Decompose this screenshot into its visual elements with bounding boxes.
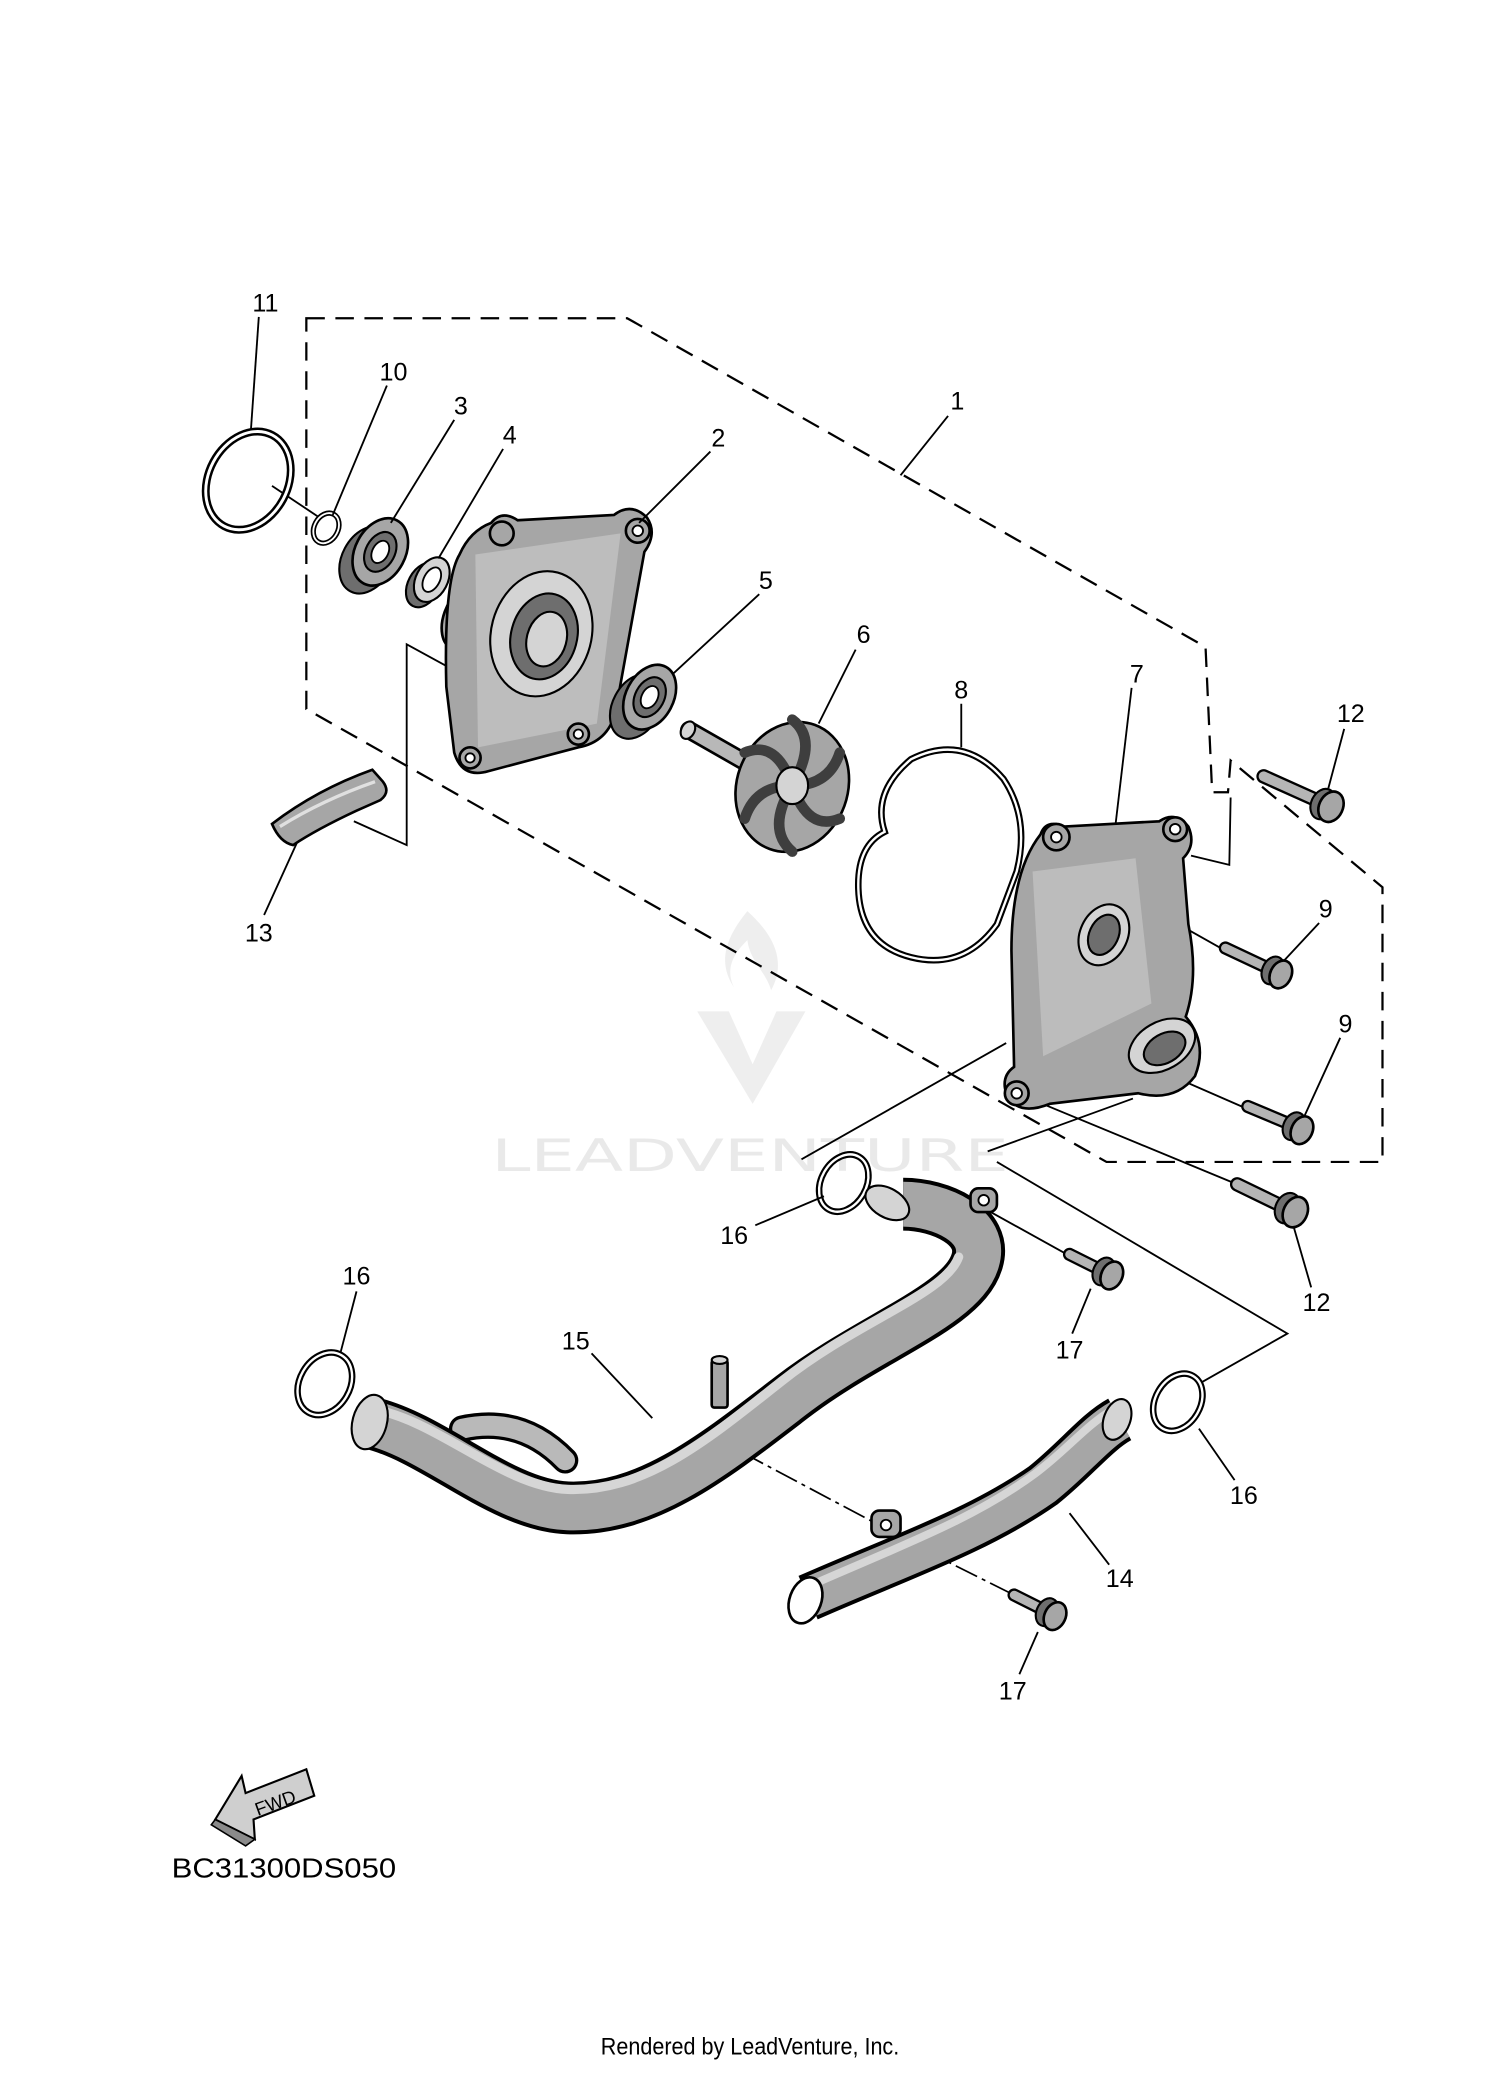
fwd-arrow: FWD [210,1767,316,1847]
part-13-bearing-shell [270,768,388,847]
leader-line-1 [899,415,949,476]
assembly-1-boundary [305,317,1384,1164]
leader-line-13 [263,842,298,916]
assembly-line [996,1161,1290,1385]
part-7-pump-cover [1003,815,1202,1110]
watermark-flame-icon [725,911,778,991]
leader-line-16-b [339,1291,358,1353]
callout-17-upper: 17 [1056,1337,1084,1365]
callout-16-c: 16 [1230,1482,1258,1510]
callout-16-b: 16 [343,1263,371,1291]
leader-lines [249,316,1346,1675]
leader-line-12-upper [1327,728,1346,789]
assembly-line [983,1207,1068,1256]
callout-9-lower: 9 [1339,1011,1353,1039]
leader-line-2 [638,450,712,524]
callout-11: 11 [252,290,278,318]
leader-line-5 [672,593,760,675]
part-15-water-pipe [350,1177,1005,1535]
leader-line-14 [1068,1512,1110,1566]
part-3-bearing [338,516,410,595]
diagram-code: BC31300DS050 [172,1853,396,1884]
callout-12-upper: 12 [1337,700,1365,728]
assembly-line [271,485,321,519]
callout-2: 2 [711,424,725,452]
part-5-bearing [608,663,678,740]
leader-line-10 [331,385,388,516]
callout-7: 7 [1130,661,1144,689]
callout-12-lower: 12 [1303,1289,1331,1317]
callout-17-lower: 17 [999,1677,1027,1705]
callout-13: 13 [245,919,273,947]
part-16-o-ring-b [294,1349,356,1419]
leader-line-17-lower [1018,1631,1039,1675]
assembly-line [1190,797,1232,867]
part-9-bolt-upper [1218,941,1294,990]
callout-5: 5 [759,567,773,595]
watermark-text: LEADVENTURE [491,1129,1009,1182]
leader-line-6 [817,649,857,724]
callout-10: 10 [380,358,408,386]
leader-line-16-c [1198,1428,1236,1481]
callout-8: 8 [954,676,968,704]
callout-1: 1 [950,387,964,415]
leader-line-12-lower [1293,1227,1313,1288]
part-16-o-ring-c [1149,1370,1206,1435]
callouts: 11 10 3 4 2 1 5 6 8 7 12 13 9 9 16 16 12… [245,290,1365,1706]
part-4-oil-seal [404,556,451,609]
assembly-line [741,1451,872,1522]
part-12-bolt-upper [1256,769,1345,824]
leader-line-9-upper [1282,922,1320,962]
assembly-line [801,1042,1007,1161]
callout-15: 15 [562,1327,590,1355]
part-17-bolt-upper [1062,1247,1125,1291]
leader-line-9-lower [1303,1037,1342,1117]
assembly-line [987,1097,1134,1153]
part-6-impeller [679,714,851,857]
callout-6: 6 [857,621,871,649]
watermark-v-icon [697,1011,806,1104]
leader-line-3 [390,419,456,524]
leader-line-17-upper [1071,1288,1092,1334]
callout-9-upper: 9 [1319,896,1333,924]
leader-line-16-a [754,1195,825,1227]
part-17-bolt-lower [1007,1588,1068,1632]
part-12-bolt-lower [1229,1177,1310,1229]
render-credit: Rendered by LeadVenture, Inc. [601,2034,899,2061]
leader-line-4 [437,448,504,559]
part-8-gasket [854,746,1025,964]
callout-3: 3 [454,393,468,421]
assembly-line [353,642,466,847]
assembly-line [1022,1095,1238,1186]
fwd-arrow-icon [213,1767,316,1842]
watermark: LEADVENTURE [491,911,1009,1182]
part-9-bolt-lower [1241,1099,1315,1146]
part-11-o-ring [201,427,295,534]
leader-line-11 [249,316,260,431]
leader-line-15 [590,1352,653,1419]
part-16-o-ring-a [815,1151,872,1215]
leader-line-7 [1114,687,1133,823]
callout-4: 4 [503,422,517,450]
callout-14: 14 [1106,1565,1134,1593]
part-2-pump-housing [440,507,653,775]
part-14-water-pipe [787,1397,1133,1625]
callout-16-a: 16 [720,1222,748,1250]
